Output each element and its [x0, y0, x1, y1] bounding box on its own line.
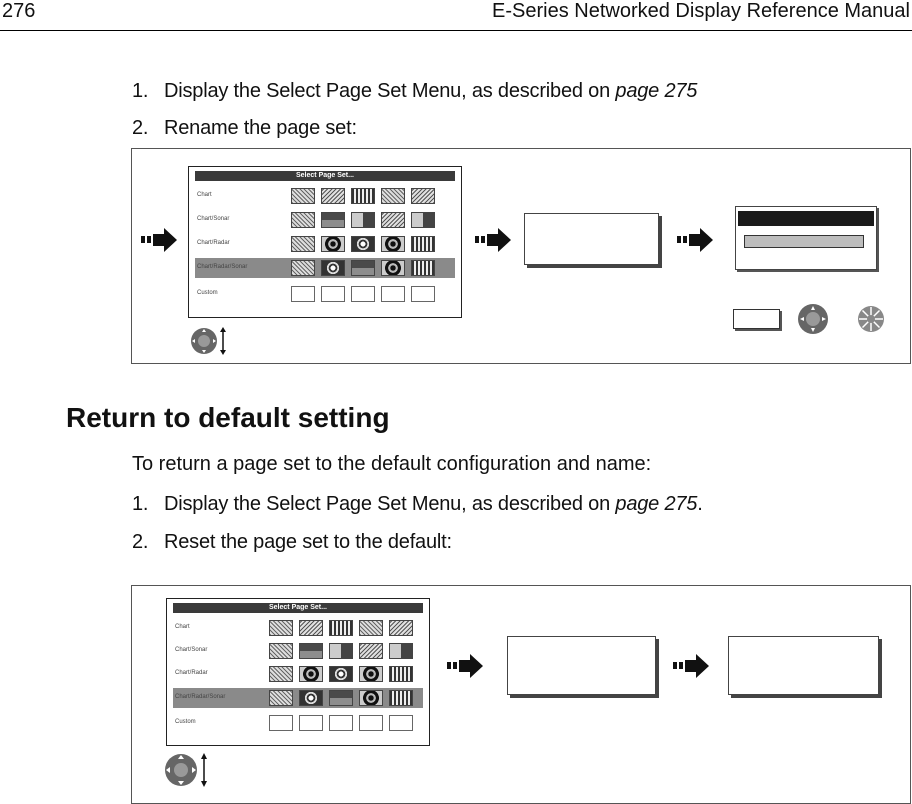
radar-thumbnail	[321, 260, 345, 276]
chart-thumbnail	[291, 212, 315, 228]
chart-thumbnail	[351, 188, 375, 204]
split-thumbnail	[329, 643, 353, 659]
page-set-row-chart[interactable]: Chart	[195, 186, 455, 206]
radar-thumbnail	[321, 236, 345, 252]
rotary-control-icon[interactable]	[857, 305, 885, 333]
section-heading: Return to default setting	[66, 402, 390, 433]
chart-thumbnail	[329, 620, 353, 636]
name-input[interactable]	[744, 235, 864, 248]
radar-thumbnail	[299, 690, 323, 706]
radar-thumbnail	[329, 666, 353, 682]
chart-thumbnail	[359, 643, 383, 659]
split-thumbnail	[411, 212, 435, 228]
radar-thumbnail	[359, 690, 383, 706]
page-header: 276 E-Series Networked Display Reference…	[0, 0, 912, 31]
dialog-title-bar	[738, 211, 874, 226]
page-set-row-chart-sonar[interactable]: Chart/Sonar	[173, 641, 423, 661]
double-arrow-icon	[141, 228, 177, 252]
trackpad-icon	[165, 753, 207, 787]
double-arrow-icon	[673, 654, 709, 678]
rename-softkey[interactable]	[524, 213, 659, 265]
select-page-set-screen: Select Page Set... Chart Chart/Sonar Cha…	[188, 166, 462, 318]
chart-thumbnail	[321, 188, 345, 204]
radar-thumbnail	[359, 666, 383, 682]
empty-thumbnail	[299, 715, 323, 731]
ok-key[interactable]	[733, 309, 780, 329]
empty-thumbnail	[269, 715, 293, 731]
empty-thumbnail	[329, 715, 353, 731]
empty-thumbnail	[381, 286, 405, 302]
page-set-row-custom[interactable]: Custom	[173, 713, 423, 733]
page-set-row-custom[interactable]: Custom	[195, 284, 455, 304]
trackpad-icon	[191, 327, 226, 355]
radar-thumbnail	[351, 236, 375, 252]
chart-thumbnail	[381, 188, 405, 204]
sonar-thumbnail	[321, 212, 345, 228]
empty-thumbnail	[389, 715, 413, 731]
sonar-thumbnail	[329, 690, 353, 706]
page-link[interactable]: page 275	[615, 80, 698, 102]
more-options-softkey[interactable]	[507, 636, 656, 695]
double-arrow-icon	[447, 654, 483, 678]
reset-step-2: 2.Reset the page set to the default:	[132, 531, 452, 553]
split-thumbnail	[389, 643, 413, 659]
page-link[interactable]: page 275	[615, 493, 698, 515]
chart-thumbnail	[359, 620, 383, 636]
screen-title: Select Page Set...	[195, 171, 455, 181]
page-set-row-chart-radar[interactable]: Chart/Radar	[173, 664, 423, 684]
empty-thumbnail	[321, 286, 345, 302]
page-set-row-chart-radar-sonar[interactable]: Chart/Radar/Sonar	[173, 688, 423, 708]
data-thumbnail	[411, 260, 435, 276]
double-arrow-icon	[677, 228, 713, 252]
page-set-row-chart-radar[interactable]: Chart/Radar	[195, 234, 455, 254]
radar-thumbnail	[381, 260, 405, 276]
sonar-thumbnail	[299, 643, 323, 659]
chart-thumbnail	[411, 188, 435, 204]
chart-thumbnail	[389, 620, 413, 636]
empty-thumbnail	[351, 286, 375, 302]
double-arrow-icon	[475, 228, 511, 252]
reset-figure: Select Page Set... Chart Chart/Sonar Cha…	[131, 585, 911, 804]
radar-thumbnail	[381, 236, 405, 252]
page-number: 276	[2, 0, 36, 22]
intro-text: To return a page set to the default conf…	[132, 453, 652, 475]
rename-figure: Select Page Set... Chart Chart/Sonar Cha…	[131, 148, 911, 364]
chart-thumbnail	[299, 620, 323, 636]
rename-step-1: 1.Display the Select Page Set Menu, as d…	[132, 80, 698, 102]
manual-title: E-Series Networked Display Reference Man…	[492, 0, 910, 22]
trackpad-icon[interactable]	[797, 303, 829, 335]
reset-softkey[interactable]	[728, 636, 879, 695]
data-thumbnail	[389, 690, 413, 706]
empty-thumbnail	[411, 286, 435, 302]
chart-thumbnail	[291, 260, 315, 276]
empty-thumbnail	[359, 715, 383, 731]
select-page-set-screen: Select Page Set... Chart Chart/Sonar Cha…	[166, 598, 430, 746]
chart-thumbnail	[381, 212, 405, 228]
chart-thumbnail	[291, 188, 315, 204]
page-set-row-chart-sonar[interactable]: Chart/Sonar	[195, 210, 455, 230]
empty-thumbnail	[291, 286, 315, 302]
chart-thumbnail	[269, 666, 293, 682]
split-thumbnail	[351, 212, 375, 228]
chart-thumbnail	[269, 690, 293, 706]
data-thumbnail	[411, 236, 435, 252]
data-thumbnail	[389, 666, 413, 682]
rename-dialog	[735, 206, 877, 270]
chart-thumbnail	[269, 643, 293, 659]
chart-thumbnail	[269, 620, 293, 636]
reset-step-1: 1.Display the Select Page Set Menu, as d…	[132, 493, 703, 515]
page-set-row-chart[interactable]: Chart	[173, 618, 423, 638]
page-set-row-chart-radar-sonar[interactable]: Chart/Radar/Sonar	[195, 258, 455, 278]
chart-thumbnail	[291, 236, 315, 252]
screen-title: Select Page Set...	[173, 603, 423, 613]
radar-thumbnail	[299, 666, 323, 682]
sonar-thumbnail	[351, 260, 375, 276]
rename-step-2: 2.Rename the page set:	[132, 117, 357, 139]
